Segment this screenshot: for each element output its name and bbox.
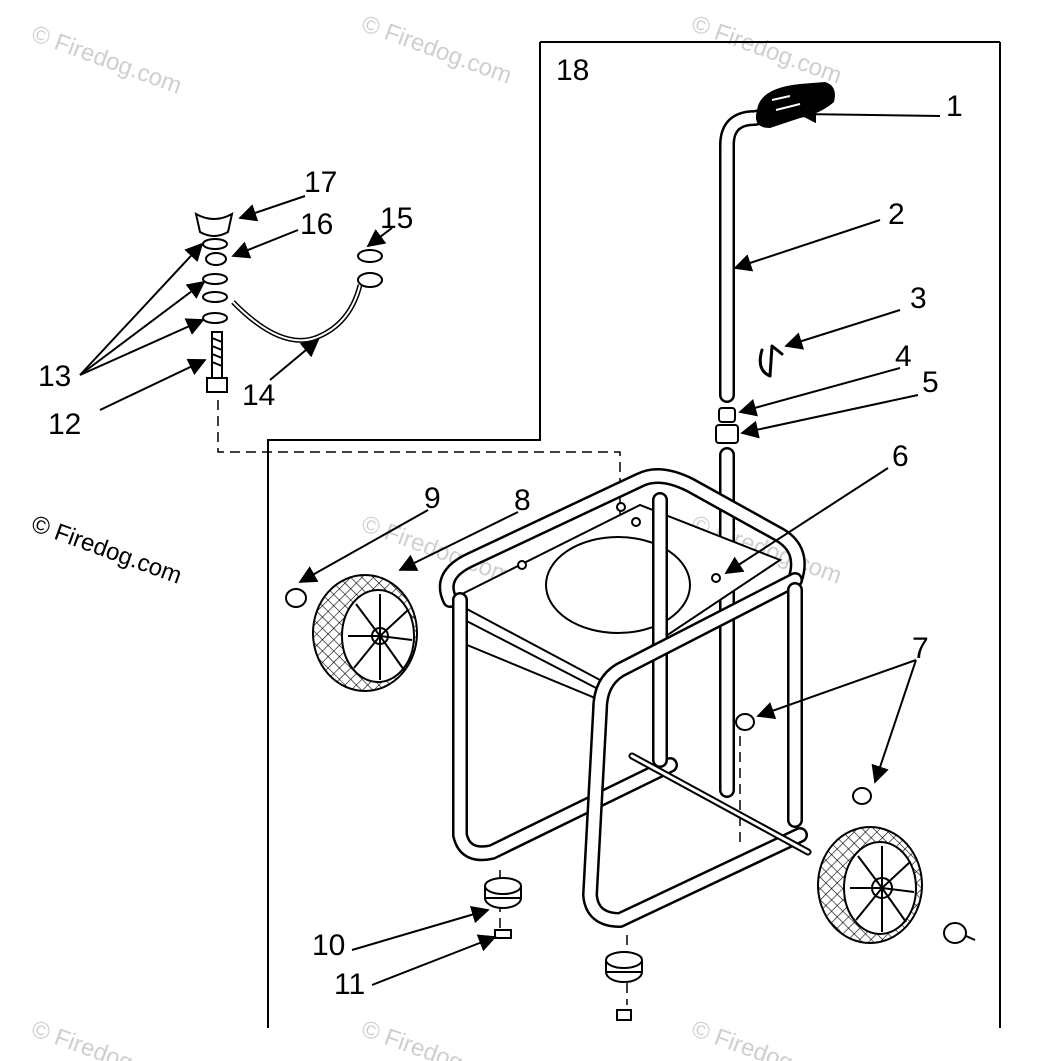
assembly-frame (267, 41, 1001, 1028)
callout-14: 14 (242, 379, 275, 412)
cart-frame (438, 468, 812, 928)
foot-right (605, 951, 643, 1021)
callout-6: 6 (892, 440, 909, 473)
watermark-text: © Firedog.com (358, 10, 515, 89)
callout-3: 3 (910, 282, 927, 315)
wheel-right (817, 826, 923, 944)
callout-9: 9 (424, 482, 441, 515)
hub-cap-left (285, 588, 307, 608)
alignment-line (217, 400, 621, 515)
watermark-text: © Firedog.com (688, 1015, 845, 1061)
washer-part (357, 249, 383, 263)
bushing-lower (852, 787, 872, 805)
handle (719, 82, 835, 403)
watermark-text: © Firedog.com (358, 1015, 515, 1061)
callout-12: 12 (48, 408, 81, 441)
hub-cap-right (943, 922, 967, 944)
frame-opening (545, 536, 691, 634)
callout-4: 4 (895, 340, 912, 373)
hardware-stack (194, 212, 234, 393)
foot-left (484, 877, 522, 939)
callout-2: 2 (888, 198, 905, 231)
bushing-upper (735, 713, 755, 731)
callout-1: 1 (946, 90, 963, 123)
callout-16: 16 (300, 208, 333, 241)
wheel-left (312, 574, 418, 692)
callout-11: 11 (334, 968, 365, 1001)
callout-17: 17 (304, 166, 337, 199)
watermark-text: © Firedog.com (28, 20, 185, 99)
callout-13: 13 (38, 360, 71, 393)
callout-10: 10 (312, 929, 345, 962)
callout-leaders (79, 105, 941, 986)
watermark-text: © Firedog.com (688, 10, 845, 89)
callout-labels: 1 2 3 4 5 6 7 8 9 10 11 12 13 14 15 16 1… (38, 90, 963, 1001)
ground-strap (231, 284, 363, 343)
fitting-part-5 (715, 424, 739, 444)
callout-15: 15 (380, 202, 413, 235)
callout-5: 5 (922, 366, 939, 399)
callout-8: 8 (514, 484, 531, 517)
watermark-text-dark: © Firedog.com (28, 510, 185, 589)
assembly-label: 18 (556, 54, 589, 87)
clip-part (758, 344, 784, 378)
watermark-text: © Firedog.com (28, 1015, 185, 1061)
callout-7: 7 (912, 632, 929, 665)
fitting-part-4 (718, 407, 736, 423)
